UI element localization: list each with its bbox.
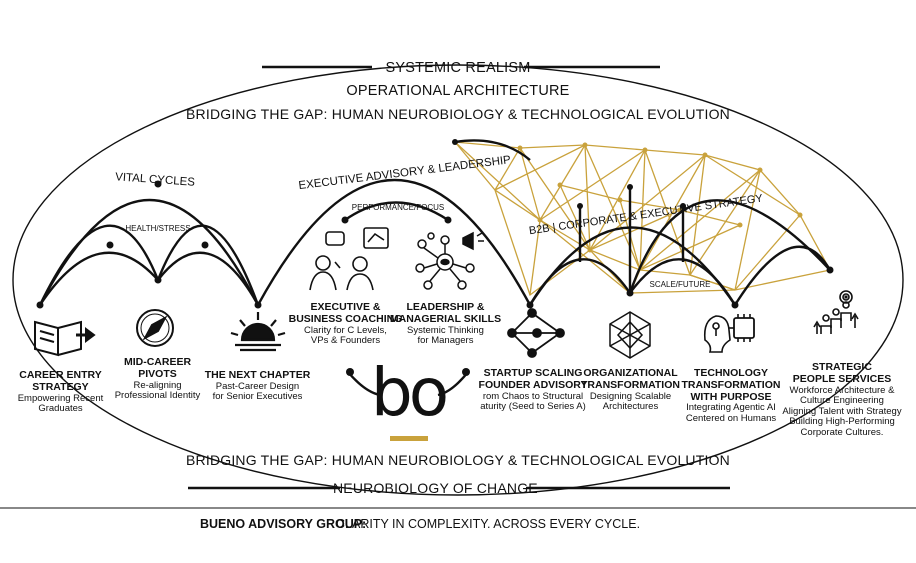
bridging-gap-bottom-label: BRIDGING THE GAP: HUMAN NEUROBIOLOGY & T…	[186, 452, 730, 468]
tech-transform-title-1: TECHNOLOGY	[693, 367, 769, 379]
sunrise-icon	[230, 312, 286, 352]
geodesic-icon	[609, 311, 651, 359]
leadership-title-1: LEADERSHIP &	[406, 301, 485, 313]
bridging-gap-top-label: BRIDGING THE GAP: HUMAN NEUROBIOLOGY & T…	[186, 106, 730, 122]
people-services-sub-2: Culture Engineering	[800, 395, 884, 407]
compass-icon	[136, 309, 174, 347]
org-transform-title-1: ORGANIZATIONAL	[583, 367, 678, 379]
startup-sub-1: rom Chaos to Structural	[482, 390, 584, 402]
exec-coaching-title-2: BUSINESS COACHING	[288, 312, 403, 325]
mid-career-sub-1: Re-aligning	[133, 379, 182, 391]
operational-architecture-label: OPERATIONAL ARCHITECTURE	[346, 83, 570, 99]
org-transform-sub-1: Designing Scalable	[589, 390, 672, 402]
book-arrow-icon	[34, 320, 96, 357]
exec-coaching-block: EXECUTIVE & BUSINESS COACHING Clarity fo…	[288, 301, 403, 347]
footer-brand: BUENO ADVISORY GROUP:	[200, 517, 367, 531]
career-entry-title-1: CAREER ENTRY	[19, 369, 102, 381]
next-chapter-sub-1: Past-Career Design	[215, 380, 300, 392]
career-entry-block: CAREER ENTRY STRATEGY Empowering Recent …	[8, 369, 113, 415]
performance-focus-label: PERFORMANCE/FOCUS	[351, 203, 445, 212]
ai-head-icon	[703, 314, 755, 353]
arc-nodes	[36, 139, 834, 376]
exec-coaching-sub-1: Clarity for C Levels,	[304, 324, 387, 336]
mid-career-title-1: MID-CAREER	[123, 356, 192, 368]
bo-logo	[390, 436, 428, 441]
gold-nodes	[517, 142, 803, 253]
next-chapter-title-1: THE NEXT CHAPTER	[204, 369, 311, 381]
exec-coaching-title-1: EXECUTIVE &	[310, 301, 381, 313]
mid-career-sub-2: Professional Identity	[114, 390, 201, 402]
startup-title-2: FOUNDER ADVISORY	[478, 378, 588, 391]
tech-transform-sub-2: Centered on Humans	[685, 412, 777, 424]
tech-transform-title-2: TRANSFORMATION	[681, 378, 781, 391]
people-services-block: STRATEGIC PEOPLE SERVICES Workforce Arch…	[778, 361, 906, 439]
people-growth-icon	[813, 290, 859, 334]
network-node-icon	[507, 308, 565, 358]
people-services-title-1: STRATEGIC	[812, 361, 872, 373]
next-chapter-sub-2: for Senior Executives	[212, 391, 303, 403]
footer-tagline-text: CLARITY IN COMPLEXITY. ACROSS EVERY CYCL…	[336, 517, 641, 531]
exec-coaching-sub-2: VPs & Founders	[310, 335, 381, 347]
career-entry-sub-1: Empowering Recent	[17, 392, 104, 404]
bo-logo-text: bo	[370, 354, 449, 431]
startup-title-1: STARTUP SCALING	[483, 367, 583, 379]
neurobiology-of-change-label: NEUROBIOLOGY OF CHANGE	[333, 480, 538, 496]
leadership-title-2: MANAGERIAL SKILLS	[389, 312, 502, 325]
systemic-realism-label: SYSTEMIC REALISM	[385, 60, 531, 76]
next-chapter-block: THE NEXT CHAPTER Past-Career Design for …	[200, 369, 315, 403]
leadership-sub-1: Systemic Thinking	[407, 324, 484, 336]
people-services-sub-3: Aligning Talent with Strategy	[782, 405, 902, 417]
career-entry-sub-2: Graduates	[38, 403, 83, 415]
org-transform-title-2: TRANSFORMATION	[581, 378, 680, 391]
people-services-sub-4: Building High-Performing	[789, 416, 895, 428]
coaching-icon	[309, 227, 389, 291]
outer-ring	[12, 64, 904, 496]
tech-transform-sub-1: Integrating Agentic AI	[686, 402, 776, 414]
scale-future-label: SCALE/FUTURE	[649, 280, 711, 289]
leadership-block: LEADERSHIP & MANAGERIAL SKILLS Systemic …	[388, 301, 503, 347]
black-arcs	[38, 139, 832, 397]
mid-career-title-2: PIVOTS	[138, 367, 177, 380]
mid-career-block: MID-CAREER PIVOTS Re-aligning Profession…	[105, 356, 210, 402]
startup-sub-2: aturity (Seed to Series A)	[480, 401, 586, 413]
tech-transform-block: TECHNOLOGY TRANSFORMATION WITH PURPOSE I…	[676, 367, 786, 425]
leadership-icon	[415, 231, 484, 290]
health-stress-label: HEALTH/STRESS	[125, 224, 191, 233]
career-entry-title-2: STRATEGY	[32, 380, 89, 393]
people-services-sub-5: Corporate Cultures.	[800, 427, 884, 438]
org-transform-sub-2: Architectures	[602, 401, 659, 413]
tech-transform-title-3: WITH PURPOSE	[690, 390, 772, 403]
people-services-sub-1: Workforce Architecture &	[789, 384, 895, 396]
gold-network	[454, 141, 831, 297]
org-transform-block: ORGANIZATIONAL TRANSFORMATION Designing …	[578, 367, 683, 413]
startup-block: STARTUP SCALING FOUNDER ADVISORY rom Cha…	[478, 367, 588, 413]
leadership-sub-2: for Managers	[417, 335, 474, 347]
people-services-title-2: PEOPLE SERVICES	[792, 372, 892, 385]
